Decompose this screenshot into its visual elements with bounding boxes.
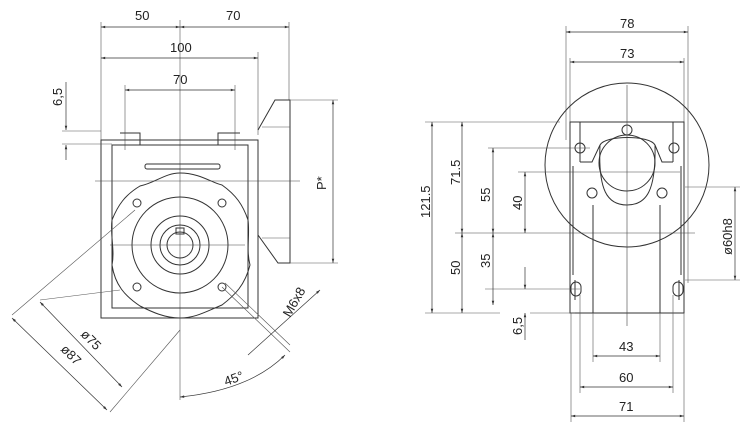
dim-43-label: 43 <box>619 339 633 354</box>
dim-m6x8-label: M6x8 <box>280 284 309 319</box>
dim-35-label: 35 <box>478 254 493 268</box>
bolt-holes <box>132 198 227 292</box>
dim-121-5-label: 121.5 <box>418 185 433 218</box>
dim-6-5-side-label: 6,5 <box>510 317 525 335</box>
dim-71-label: 71 <box>619 399 633 414</box>
dim-73-label: 73 <box>620 46 634 61</box>
dim-p-label: P* <box>314 176 329 190</box>
dim-70-top-label: 70 <box>226 8 240 23</box>
dim-100-label: 100 <box>170 40 192 55</box>
front-view: 50 70 100 70 6,5 P* M6x8 ø75 ø87 45° <box>11 8 338 413</box>
dim-71-5-label: 71.5 <box>448 160 463 185</box>
dim-d75-label: ø75 <box>78 327 104 353</box>
dim-70-inner-label: 70 <box>173 72 187 87</box>
dim-50-side-label: 50 <box>448 261 463 275</box>
dim-d87-label: ø87 <box>58 342 84 368</box>
side-view: 78 73 121.5 71.5 55 40 50 35 6,5 ø60h8 4… <box>418 16 740 422</box>
dim-60-label: 60 <box>619 370 633 385</box>
dim-45-label: 45° <box>222 368 246 389</box>
dim-6-5-label: 6,5 <box>50 88 65 106</box>
dim-78-label: 78 <box>620 16 634 31</box>
dim-40-label: 40 <box>510 196 525 210</box>
dim-55-label: 55 <box>478 188 493 202</box>
dim-d60h8-label: ø60h8 <box>720 218 735 255</box>
dim-50-label: 50 <box>135 8 149 23</box>
